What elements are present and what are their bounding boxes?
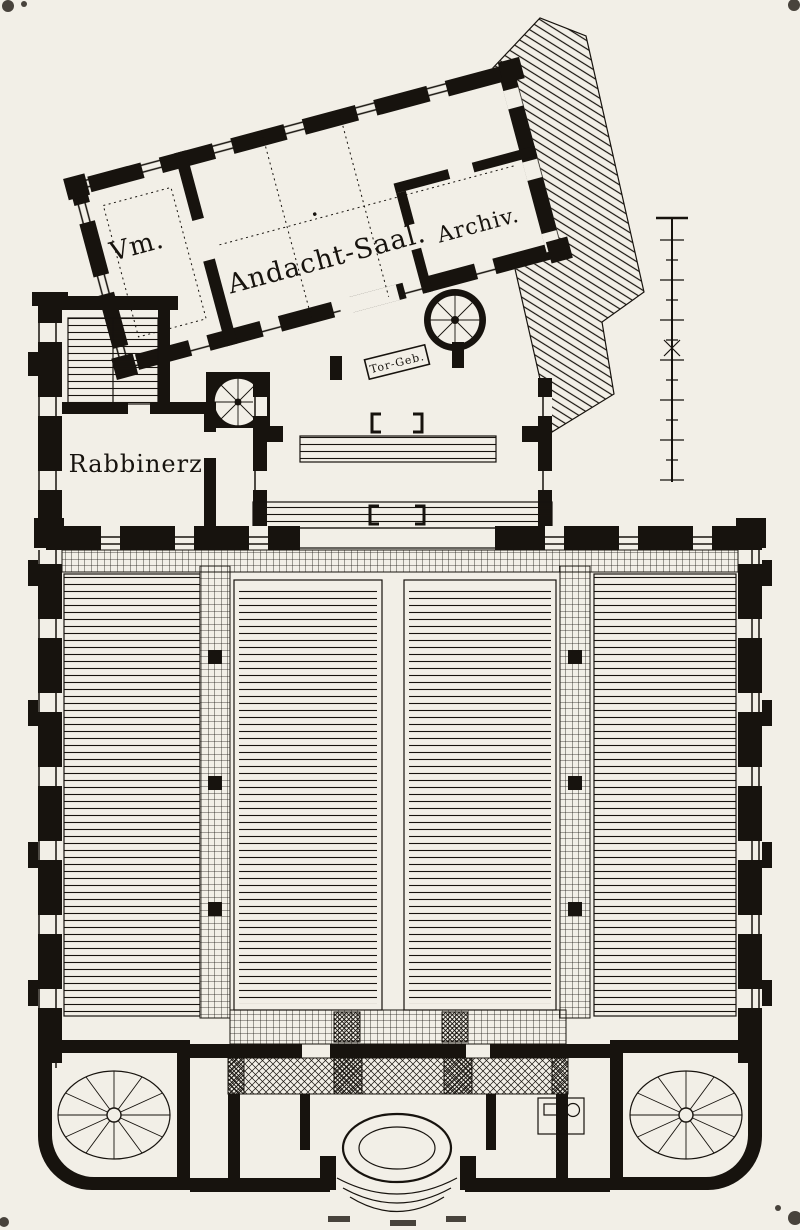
gallery-strip-right: [559, 565, 591, 1019]
scale-bar: [656, 216, 688, 482]
scan-marks-bottom: [328, 1216, 466, 1226]
straight-stair: [38, 296, 178, 406]
vestibule: [38, 1040, 762, 1226]
outer-wall-left-upper: [38, 300, 62, 540]
scale-bar-cross: [663, 339, 681, 357]
small-room-fixtures: [537, 1097, 585, 1135]
ceiling-dotted-lines: [102, 115, 516, 338]
pew-block-center-right: [409, 586, 551, 1004]
hall-wall-right: [738, 520, 762, 1068]
hall-wall-top-left: [38, 526, 300, 550]
hall-wall-top-right: [495, 526, 762, 550]
ark-bima-area: [252, 342, 553, 529]
hall-columns: [208, 650, 582, 916]
lobby-floor: [227, 1057, 569, 1095]
entrance-steps: [336, 1177, 458, 1195]
pew-block-center-left: [239, 586, 377, 1004]
vestibule-wall-bottom-right: [465, 1178, 610, 1192]
vestibule-partitions: [228, 1094, 568, 1178]
ark-steps-upper: [299, 435, 497, 463]
gallery-strip-left: [199, 565, 231, 1019]
bima-post-left: [370, 412, 381, 434]
bima-post-right: [413, 412, 424, 434]
rabbi-room: Rabbinerz.: [38, 402, 216, 528]
pilasters: [28, 352, 772, 1006]
main-hall: [28, 352, 772, 1068]
pew-block-left: [63, 573, 201, 1017]
hall-wall-bottom: [190, 1044, 610, 1058]
wing-partition-archiv: [393, 145, 538, 294]
label-rabbinerz: Rabbinerz.: [69, 450, 212, 478]
vestibule-wall-bottom-left: [190, 1178, 330, 1192]
spiral-stair-wing: [424, 289, 486, 351]
wing-partition-vm: [174, 150, 238, 347]
ark-steps-lower: [252, 501, 553, 529]
winding-stair-right: [629, 1070, 743, 1160]
entrance-porch: [320, 1112, 476, 1212]
pew-block-right: [593, 573, 737, 1017]
gallery-band-bottom: [229, 1009, 567, 1045]
wing-right-wall: [496, 62, 565, 261]
gallery-band-top: [61, 549, 739, 573]
winding-stair-left: [57, 1070, 171, 1160]
hall-wall-left: [38, 520, 62, 1068]
upper-wing: Vm. Andacht-Saal. Archiv.: [63, 56, 573, 380]
